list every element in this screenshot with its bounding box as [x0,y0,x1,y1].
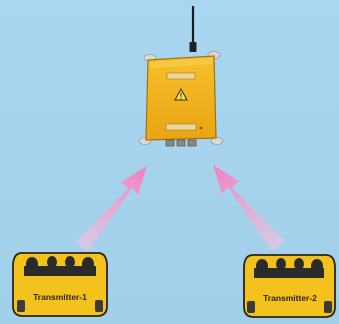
joystick-knob [256,259,268,273]
joystick-knob [26,257,38,271]
receiver-bottom-panel [166,124,196,130]
transmitter-1: Transmitter-1 [13,253,107,316]
joystick-knob [311,259,323,273]
joystick-knob [82,257,94,271]
receiver-top-panel [167,73,195,79]
transmitter-2: Transmitter-2 [244,255,335,317]
joystick-knob [65,256,75,268]
transmitter-strap [247,301,255,313]
transmitter-2-label: Transmitter-2 [263,293,317,303]
joystick-knob [294,258,304,270]
cable-gland [188,140,196,146]
transmitter-strap [95,300,103,312]
transmitter-strap [17,300,25,312]
joystick-knob [47,256,57,268]
cable-gland [177,140,185,146]
receiver-led [200,127,203,130]
antenna-base [190,42,197,52]
cable-gland [166,140,174,146]
transmitter-strap [324,301,332,313]
joystick-knob [276,258,286,270]
transmitter-1-label: Transmitter-1 [33,292,87,302]
